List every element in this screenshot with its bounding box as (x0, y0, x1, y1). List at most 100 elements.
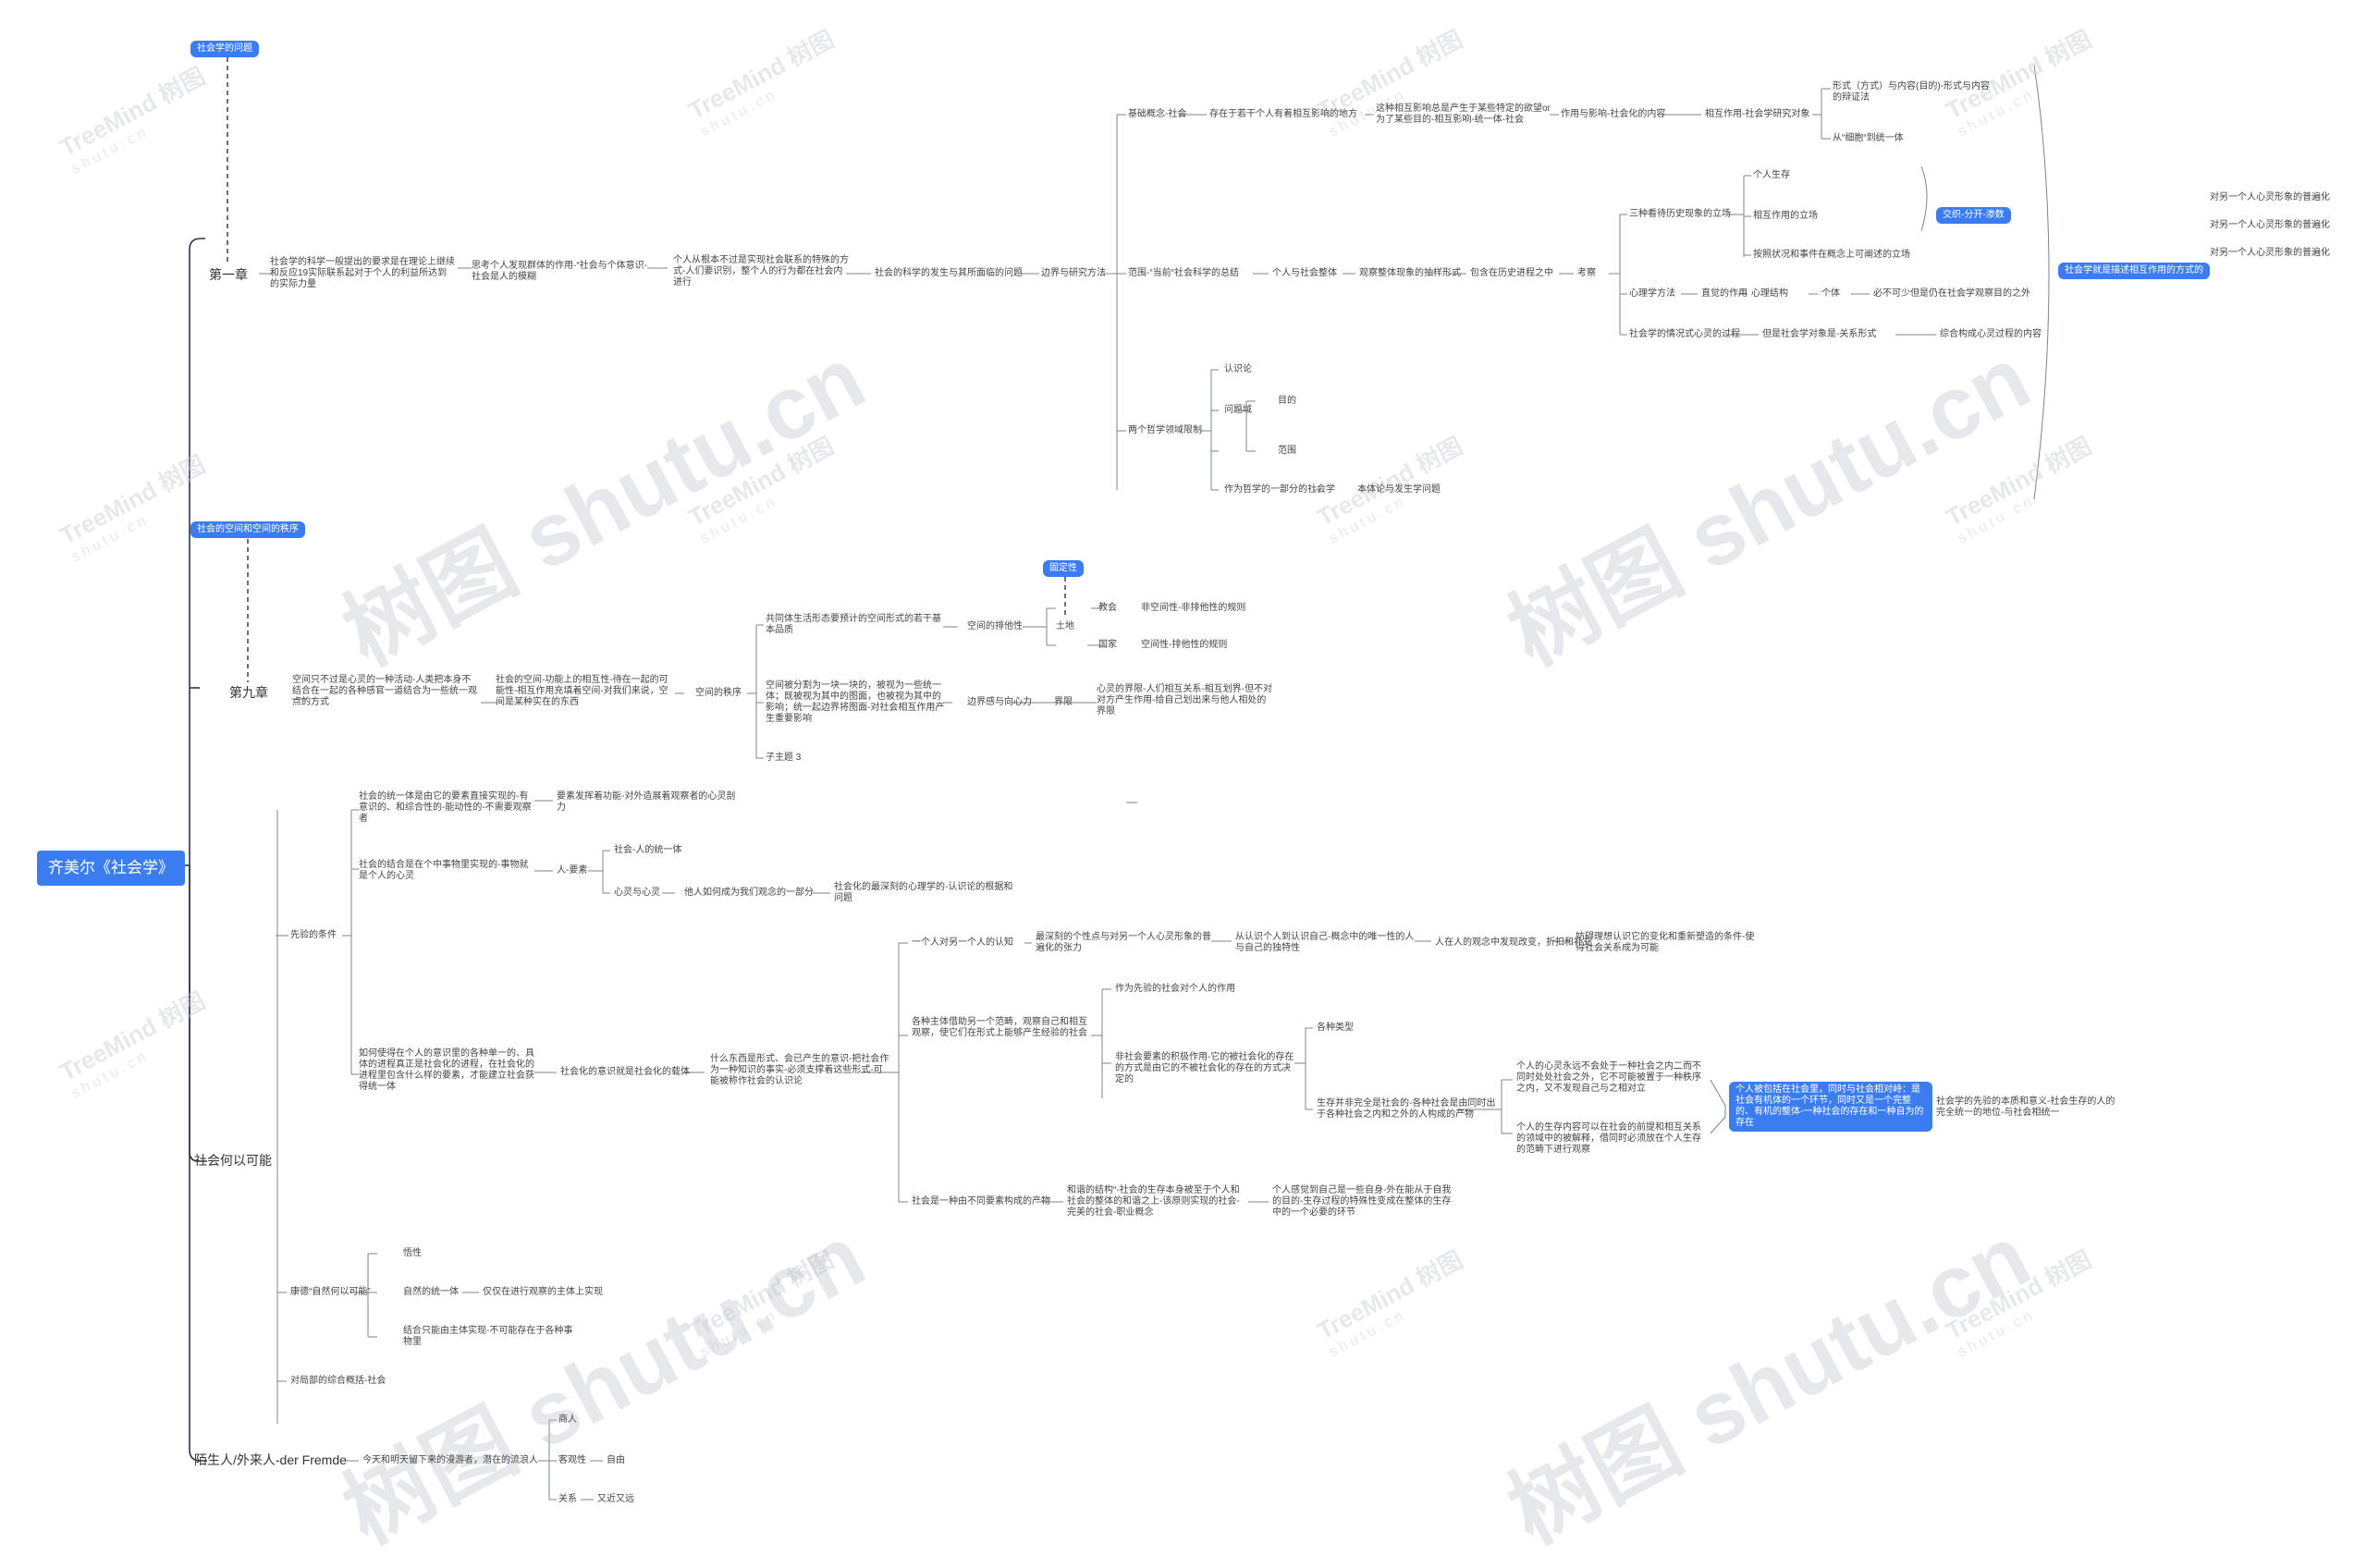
topic-node[interactable]: 康德“自然何以可能” (290, 1287, 371, 1297)
topic-node[interactable]: 各种主体借助另一个范畴，观察自己和相互观察，使它们在形式上能够产生经验的社会 (912, 1017, 1087, 1038)
topic-node[interactable]: 认识论 (1224, 364, 1252, 374)
topic-node[interactable]: 空间只不过是心灵的一种活动-人类把本身不结合在一起的各种感官一道结合为一些统一观… (292, 675, 477, 707)
topic-node[interactable]: 社会的统一体是由它的要素直接实现的-有意识的、和综合性的-能动性的-不需要观察者 (359, 791, 532, 824)
topic-node[interactable]: 个体 (1821, 288, 1840, 299)
topic-node[interactable]: 非空间性-非排他性的规则 (1141, 603, 1246, 613)
topic-node[interactable]: 他人如何成为我们观念的一部分 (684, 888, 814, 898)
chapter-1-node[interactable]: 第一章 (209, 267, 248, 282)
topic-node[interactable]: 相互作用-社会学研究对象 (1705, 109, 1810, 119)
topic-node[interactable]: 最深刻的个性点与对另一个人心灵形象的普遍化的张力 (1036, 932, 1211, 953)
topic-node[interactable]: 相互作用的立场 (1753, 211, 1818, 221)
topic-node[interactable]: 心理学方法 (1629, 288, 1675, 299)
topic-node[interactable]: 结合只能由主体实现-不可能存在于各种事物里 (403, 1326, 573, 1347)
topic-node[interactable]: 什么东西是形式、会已产生的意识-把社会作为一种知识的事实-必须支撑着这些形式-可… (710, 1054, 889, 1086)
topic-node[interactable]: 社会化的最深刻的心理学的-认识论的根据和问题 (834, 882, 1013, 903)
chapter-9-tag[interactable]: 社会的空间和空间的秩序 (190, 521, 305, 538)
topic-node[interactable]: 范围-“当前“社会科学的总结 (1128, 268, 1239, 278)
topic-node[interactable]: 社会-人的统一体 (614, 845, 682, 855)
topic-node[interactable]: 个人的心灵永远不会处于一种社会之内二而不同时处处社会之外，它不可能被置于一种秩序… (1516, 1061, 1701, 1094)
root-topic[interactable]: 齐美尔《社会学》 (37, 851, 185, 886)
topic-node[interactable]: 今天和明天留下来的漫游者，潜在的流浪人 (362, 1455, 538, 1465)
tag-node[interactable]: 固定性 (1043, 560, 1084, 577)
topic-node[interactable]: 三种看待历史现象的立场 (1629, 209, 1731, 219)
topic-node[interactable]: 从认识个人到认识自己-概念中的唯一性的人与自己的独特性 (1235, 932, 1415, 953)
topic-node[interactable]: 作用与影响-社会化的内容 (1561, 109, 1666, 119)
chapter-1-tag[interactable]: 社会学的问题 (190, 41, 259, 57)
topic-node[interactable]: 商人 (558, 1415, 577, 1425)
topic-node[interactable]: 社会的科学的发生与其所面临的问题 (875, 268, 1023, 278)
topic-node[interactable]: 个人感觉到自己是一些自身-外在能从于自我的目的-生存过程的特殊性变成在整体的生存… (1272, 1185, 1452, 1218)
topic-node[interactable]: 本体论与发生学问题 (1357, 484, 1441, 495)
topic-node[interactable]: 又近又远 (597, 1494, 634, 1504)
topic-node[interactable]: 关系 (558, 1494, 577, 1504)
topic-node[interactable]: 一个人对另一个人的认知 (912, 937, 1013, 948)
topic-node[interactable]: 社会学的情况式心灵的过程 (1629, 329, 1740, 339)
topic-node[interactable]: 要素发挥着功能-对外造展着观察者的心灵剖力 (557, 791, 736, 813)
topic-node[interactable]: 教会 (1098, 603, 1117, 613)
topic-node[interactable]: 个人与社会整体 (1272, 268, 1337, 278)
topic-node[interactable]: 但是社会学对象是-关系形式 (1762, 329, 1877, 339)
summary-tag[interactable]: 交织-分开-渗数 (1936, 207, 2011, 224)
topic-node[interactable]: 直觉的作用 (1701, 288, 1748, 299)
topic-node[interactable]: 空间性-排他性的规则 (1141, 640, 1228, 650)
topic-node[interactable]: 子主题 3 (766, 753, 802, 763)
topic-node[interactable]: 妨碍理想认识它的变化和重新塑造的条件-使得社会关系成为可能 (1576, 932, 1755, 953)
topic-node[interactable]: 生存并非完全是社会的-各种社会是由同时出于各种社会之内和之外的人构成的产物 (1317, 1098, 1496, 1120)
topic-node[interactable]: 考察 (1577, 268, 1596, 278)
topic-node[interactable]: 空间的排他性 (967, 621, 1023, 631)
topic-node[interactable]: 基础概念-社会 (1128, 109, 1187, 119)
topic-node[interactable]: 对局部的综合概括-社会 (290, 1376, 386, 1386)
topic-node[interactable]: 国家 (1098, 640, 1117, 650)
topic-node[interactable]: 共同体生活形态要预计的空间形式的若干基本品质 (766, 614, 941, 635)
topic-node[interactable]: 社会学的科学一般提出的要求是在理论上继续和反应19实际联系起对于个人的利益所达到… (270, 257, 455, 289)
society-possible-node[interactable]: 社会何以可能 (194, 1153, 272, 1168)
topic-node[interactable]: 心灵的界限-人们相互关系-相互划界-但不对对方产生作用-给自己划出来与他人相处的… (1097, 684, 1272, 717)
topic-node[interactable]: 仅仅在进行观察的主体上实现 (483, 1287, 603, 1297)
topic-node[interactable]: 包含在历史进程之中 (1470, 268, 1553, 278)
topic-node[interactable]: 如何使得在个人的意识里的各种单一的、具体的进程真正是社会化的进程，在社会化的进程… (359, 1048, 534, 1092)
topic-node[interactable]: 社会是一种由不同要素构成的产物 (912, 1196, 1050, 1207)
topic-node[interactable]: 综合构成心灵过程的内容 (1940, 329, 2042, 339)
topic-node[interactable]: 自由 (607, 1455, 625, 1465)
topic-node[interactable]: 存在于若干个人有着相互影响的地方 (1209, 109, 1357, 119)
topic-node[interactable]: 形式（方式）与内容(目的)-形式与内容的辩证法 (1833, 81, 1990, 103)
topic-node[interactable]: 社会学的先验的本质和意义-社会生存的人的完全统一的地位-与社会相统一 (1936, 1096, 2116, 1118)
topic-node[interactable]: 悟性 (403, 1248, 422, 1258)
topic-node[interactable]: 客观性 (558, 1455, 586, 1465)
topic-node[interactable]: 先验的条件 (290, 930, 337, 940)
topic-node[interactable]: 按照状况和事件在概念上可阐述的立场 (1753, 250, 1910, 260)
topic-node[interactable]: 问题域 (1224, 405, 1252, 415)
topic-node[interactable]: 作为哲学的一部分的社会学 (1224, 484, 1335, 495)
topic-node[interactable]: 社会的结合是在个中事物里实现的-事物就是个人的心灵 (359, 860, 529, 881)
topic-node[interactable]: 社会化的意识就是社会化的载体 (560, 1067, 690, 1077)
topic-node[interactable]: 个人从根本不过是实现社会联系的特殊的方式-人们要识别，整个人的行为都在社会内进行 (673, 255, 849, 288)
topic-node[interactable]: 空间的秩序 (695, 688, 742, 698)
topic-node[interactable]: 自然的统一体 (403, 1287, 459, 1297)
topic-node[interactable]: 和谐的结构“-社会的生存本身被至于个人和社会的整体的和谐之上-该原则实现的社会-… (1067, 1185, 1240, 1218)
topic-node[interactable]: 人-要素 (557, 865, 588, 876)
topic-node[interactable]: 个人生存 (1753, 170, 1790, 180)
topic-node[interactable]: 两个哲学领域限制 (1128, 425, 1202, 435)
topic-node[interactable]: 这种相互影响总是产生于某些特定的欲望or为了某些目的-相互影响-统一体-社会 (1376, 104, 1551, 125)
topic-node[interactable]: 必不可少但是仍在社会学观察目的之外 (1873, 288, 2030, 299)
topic-node[interactable]: 目的 (1278, 396, 1296, 406)
topic-node[interactable]: 心理结构 (1751, 288, 1788, 299)
topic-node[interactable]: 社会的空间-功能上的相互性-待在一起的可能性-相互作用充填着空间-对我们来说，空… (496, 675, 668, 707)
topic-node[interactable]: 从“细胞“到统一体 (1833, 133, 1904, 143)
topic-node[interactable]: 土地 (1056, 621, 1074, 631)
topic-node[interactable]: 观察整体现象的抽样形式 (1359, 268, 1461, 278)
summary-tag[interactable]: 个人被包括在社会里，同时与社会相对峙：是社会有机体的一个环节，同时又是一个完整的… (1729, 1082, 1932, 1132)
summary-tag[interactable]: 社会学就是描述相互作用的方式的 (2058, 263, 2210, 279)
chapter-9-node[interactable]: 第九章 (229, 685, 268, 700)
topic-node[interactable]: 个人的生存内容可以在社会的前提和相互关系的领域中的被解释，借同时必须放在个人生存… (1516, 1122, 1701, 1155)
stranger-node[interactable]: 陌生人/外来人-der Fremde (194, 1452, 347, 1467)
topic-node[interactable]: 空间被分割为一块一块的，被视为一些统一体；既被视为其中的图面，也被视为其中的影响… (766, 680, 945, 724)
topic-node[interactable]: 范围 (1278, 446, 1296, 456)
topic-node[interactable]: 边界与研究方法 (1041, 268, 1106, 278)
topic-node[interactable]: 心灵与心灵 (614, 888, 660, 898)
topic-node[interactable]: 作为先验的社会对个人的作用 (1115, 984, 1235, 994)
topic-node[interactable]: 边界感与向心力 (967, 697, 1032, 707)
topic-node[interactable]: 非社会要素的积极作用-它的被社会化的存在的方式是由它的不被社会化的存在的方式决定… (1115, 1052, 1294, 1084)
topic-node[interactable]: 人在人的观念中发现改变，折扣和补充 (1435, 937, 1592, 948)
topic-node[interactable]: 界限 (1054, 697, 1073, 707)
